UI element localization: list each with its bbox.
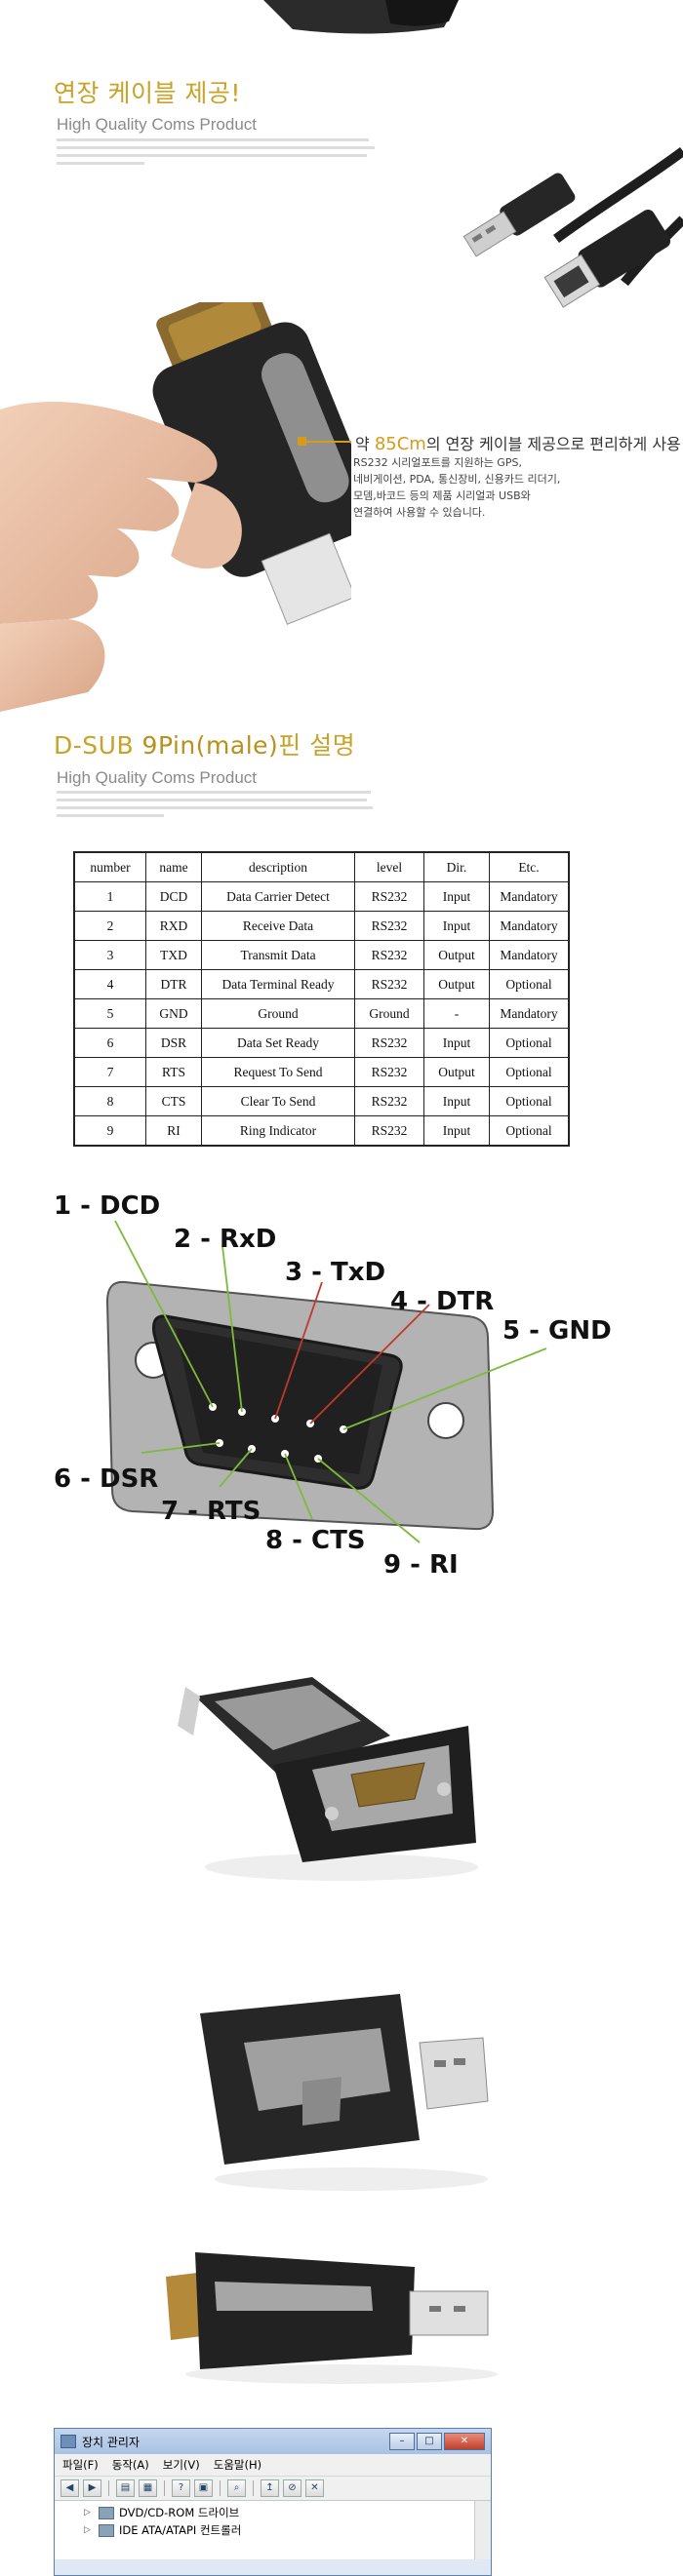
back-arrow-icon[interactable]: ◀ (60, 2479, 79, 2497)
pin-label-2: 2 - RxD (174, 1225, 277, 1254)
hand-holding-adapter-photo (0, 302, 351, 712)
pin-section-faint-text (57, 790, 379, 825)
col-header-number: number (73, 851, 146, 882)
menu-item-help[interactable]: 도움말(H) (213, 2458, 262, 2472)
device-manager-window: 장치 관리자 – □ ✕ 파일(F) 동작(A) 보기(V) 도움말(H) ◀ … (54, 2428, 492, 2576)
device-manager-icon (60, 2435, 76, 2448)
device-tree: ▷ DVD/CD-ROM 드라이브 ▷ IDE ATA/ATAPI 컨트롤러 (55, 2501, 491, 2559)
callout-headline: 약 85Cm의 연장 케이블 제공으로 편리하게 사용! (355, 434, 683, 454)
pin-label-7: 7 - RTS (161, 1497, 261, 1526)
window-title: 장치 관리자 (82, 2435, 141, 2449)
toolbar-separator (220, 2480, 221, 2496)
menu-item-file[interactable]: 파일(F) (62, 2458, 99, 2472)
help-icon[interactable]: ? (172, 2479, 190, 2497)
menu-item-view[interactable]: 보기(V) (162, 2458, 200, 2472)
pin-label-1: 1 - DCD (54, 1191, 161, 1221)
menu-bar: 파일(F) 동작(A) 보기(V) 도움말(H) (55, 2454, 491, 2476)
pin-label-3: 3 - TxD (285, 1258, 386, 1287)
pin-label-9: 9 - RI (383, 1550, 459, 1580)
previous-product-photo-edge (263, 0, 459, 34)
tree-node-label: IDE ATA/ATAPI 컨트롤러 (119, 2523, 242, 2537)
update-driver-icon[interactable]: ↥ (261, 2479, 279, 2497)
dsub-connector-diagram (105, 1280, 495, 1531)
expand-arrow-icon[interactable]: ▷ (84, 2525, 91, 2535)
pin-label-4: 4 - DTR (390, 1287, 495, 1316)
forward-arrow-icon[interactable]: ▶ (83, 2479, 101, 2497)
vertical-scrollbar[interactable] (474, 2501, 491, 2559)
expand-arrow-icon[interactable]: ▷ (84, 2508, 91, 2517)
col-header-level: level (354, 851, 424, 882)
menu-item-action[interactable]: 동작(A) (111, 2458, 149, 2472)
ide-controller-icon (99, 2523, 114, 2537)
cable-section-title: 연장 케이블 제공! (54, 79, 241, 107)
col-header-etc: Etc. (489, 851, 570, 882)
pinout-leader-lines (114, 1220, 547, 1543)
maximize-button[interactable]: □ (417, 2433, 442, 2450)
scan-hardware-icon[interactable]: ⌕ (227, 2479, 246, 2497)
toolbar-separator (108, 2480, 109, 2496)
toolbar-separator (253, 2480, 254, 2496)
col-header-description: description (201, 851, 355, 882)
properties-icon[interactable]: ▦ (139, 2479, 157, 2497)
minimize-button[interactable]: – (389, 2433, 415, 2450)
callout-description: RS232 시리얼포트를 지원하는 GPS, 네비게이션, PDA, 통신장비,… (353, 456, 561, 519)
pin-label-6: 6 - DSR (54, 1464, 159, 1494)
close-button[interactable]: ✕ (444, 2433, 485, 2450)
pin-label-8: 8 - CTS (265, 1526, 366, 1555)
uninstall-device-icon[interactable]: ✕ (305, 2479, 324, 2497)
view-icon[interactable]: ▣ (194, 2479, 213, 2497)
toolbar: ◀ ▶ ▤ ▦ ? ▣ ⌕ ↥ ⊘ ✕ (55, 2476, 491, 2501)
col-header-dir: Dir. (423, 851, 490, 882)
tree-node-label: DVD/CD-ROM 드라이브 (119, 2506, 240, 2519)
dvd-drive-icon (99, 2506, 114, 2519)
adapter-photo-usb-side (200, 1994, 489, 2191)
console-tree-icon[interactable]: ▤ (116, 2479, 135, 2497)
pin-description-table: number name description level Dir. Etc. … (73, 851, 570, 1147)
callout-line (305, 441, 351, 443)
table-header-row: number name description level Dir. Etc. (73, 851, 570, 882)
toolbar-separator (164, 2480, 165, 2496)
cable-section-faint-text (57, 137, 379, 173)
disable-device-icon[interactable]: ⊘ (283, 2479, 301, 2497)
callout-marker (298, 437, 306, 446)
cable-section-subtitle: High Quality Coms Product (57, 115, 258, 134)
pin-section-title: D-SUB 9Pin(male)핀 설명 (54, 731, 356, 760)
extension-cable-photo (462, 146, 683, 308)
pin-label-5: 5 - GND (502, 1316, 612, 1346)
tree-node-dvd[interactable]: ▷ DVD/CD-ROM 드라이브 (84, 2505, 239, 2520)
adapter-photo-side (166, 2252, 498, 2384)
adapter-photo-front (178, 1677, 478, 1881)
window-controls: – □ ✕ (389, 2433, 485, 2450)
tree-node-ide[interactable]: ▷ IDE ATA/ATAPI 컨트롤러 (84, 2522, 241, 2538)
pin-section-subtitle: High Quality Coms Product (57, 768, 258, 787)
col-header-name: name (145, 851, 202, 882)
